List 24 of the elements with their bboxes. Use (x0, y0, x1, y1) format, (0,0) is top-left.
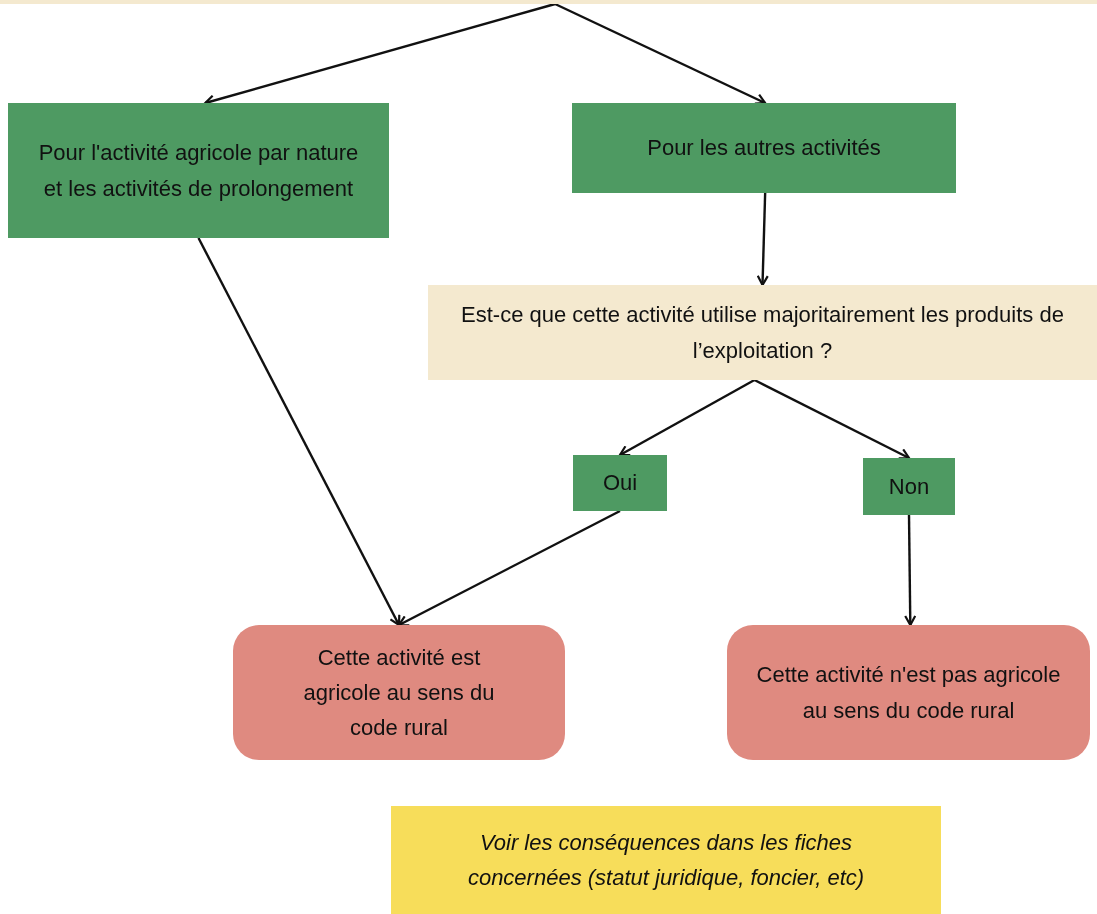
process-box (572, 103, 956, 193)
arrow (197, 237, 401, 627)
box-text: Oui (602, 469, 638, 498)
box-text: Pour les autres activités (647, 134, 881, 163)
box-text: Non (888, 472, 930, 501)
note-box (391, 806, 941, 914)
box-text: Pour l'activité agricole par nature et les activités de prolongement (37, 139, 360, 203)
arrow (756, 192, 769, 287)
box-band (0, 0, 1097, 4)
arrow (618, 378, 756, 457)
box-text: Voir les conséquences dans les fiches concernées (statut juridique, foncier, etc) (466, 828, 866, 892)
box-text: Est-ce que cette activité utilise majoritairement les produits de l’exploitation ? (460, 301, 1065, 365)
result-box (233, 625, 565, 760)
arrow (554, 2, 767, 105)
question-box (428, 285, 1097, 380)
process-box (8, 103, 389, 238)
arrow (397, 509, 621, 627)
arrow (904, 515, 917, 627)
result-box (727, 625, 1090, 760)
answer-box (863, 458, 955, 515)
box-text: Cette activité est agricole au sens du code rural (302, 643, 496, 743)
box-text: Cette activité n'est pas agricole au sens du code rural (755, 661, 1062, 725)
arrow (753, 378, 911, 460)
answer-box (573, 455, 667, 511)
